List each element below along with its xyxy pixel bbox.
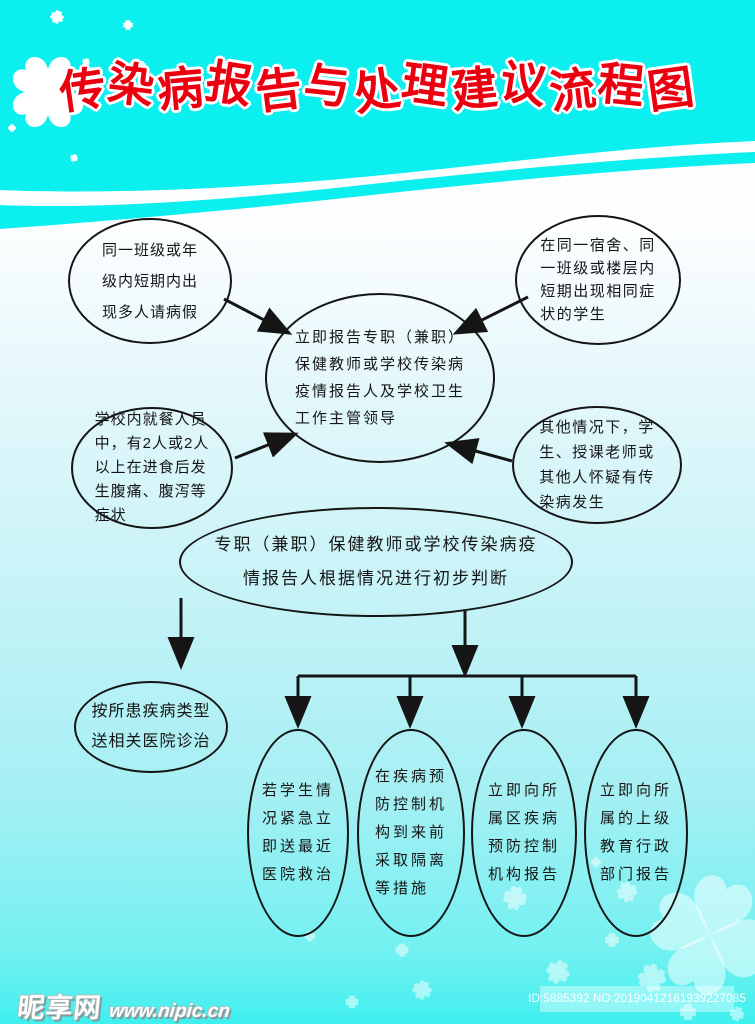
clover-icon [542, 956, 574, 988]
clover-icon [410, 978, 434, 1002]
header-wave-band [0, 152, 755, 229]
node-dorm-same-symptom-label: 在同一宿舍、同 一班级或楼层内 短期出现相同症 状的学生 [540, 237, 656, 323]
watermark: 昵享网 www.nipic.cn [16, 986, 233, 1024]
clover-icon [345, 995, 358, 1008]
node-other-suspect-label: 其他情况下，学 生、授课老师或 其他人怀疑有传 染病发生 [539, 419, 655, 511]
page-title: 传染病报告与处理建议流程图 [56, 54, 700, 121]
node-initial-judgement: 专职（兼职）保健教师或学校传染病疫 情报告人根据情况进行初步判断 [179, 507, 573, 617]
node-isolation-measures: 在疾病预 防控制机 构到来前 采取隔离 等措施 [357, 729, 465, 937]
node-report-cdc: 立即向所 属区疾病 预防控制 机构报告 [471, 729, 577, 937]
node-urgent-rescue-label: 若学生情 况紧急立 即送最近 医院救治 [261, 782, 334, 883]
clover-icon [605, 933, 619, 947]
node-send-hospital-label: 按所患疾病类型 送相关医院诊治 [91, 703, 211, 750]
clover-icon [123, 20, 133, 30]
node-canteen-symptom: 学校内就餐人员 中，有2人或2人 以上在进食后发 生腹痛、腹泻等 症状 [71, 407, 233, 529]
arrow-class-to-report [223, 297, 293, 335]
node-canteen-symptom-label: 学校内就餐人员 中，有2人或2人 以上在进食后发 生腹痛、腹泻等 症状 [94, 411, 210, 524]
node-report-center-label: 立即报告专职（兼职） 保健教师或学校传染病 疫情报告人及学校卫生 工作主管领导 [294, 329, 465, 427]
watermark-site-url: www.nipic.cn [108, 1001, 232, 1022]
node-urgent-rescue: 若学生情 况紧急立 即送最近 医院救治 [247, 729, 349, 937]
node-other-suspect: 其他情况下，学 生、授课老师或 其他人怀疑有传 染病发生 [512, 406, 682, 524]
node-class-leave: 同一班级或年 级内短期内出 现多人请病假 [68, 218, 232, 344]
arrow-canteen-to-report [234, 432, 299, 460]
node-report-education: 立即向所 属的上级 教育行政 部门报告 [584, 729, 688, 937]
node-report-cdc-label: 立即向所 属区疾病 预防控制 机构报告 [487, 782, 560, 883]
node-report-education-label: 立即向所 属的上级 教育行政 部门报告 [599, 782, 672, 883]
watermark-site-name: 昵享网 [16, 993, 104, 1023]
clover-icon [8, 124, 16, 132]
node-report-center: 立即报告专职（兼职） 保健教师或学校传染病 疫情报告人及学校卫生 工作主管领导 [265, 293, 495, 463]
node-initial-judgement-label: 专职（兼职）保健教师或学校传染病疫 情报告人根据情况进行初步判断 [214, 535, 538, 588]
node-send-hospital: 按所患疾病类型 送相关医院诊治 [74, 681, 228, 773]
clover-icon [49, 9, 66, 26]
clover-icon [395, 943, 408, 956]
clover-icon [69, 153, 79, 163]
node-class-leave-label: 同一班级或年 级内短期内出 现多人请病假 [101, 241, 198, 321]
node-isolation-measures-label: 在疾病预 防控制机 构到来前 采取隔离 等措施 [374, 768, 447, 897]
image-id-badge: ID:5885392 NO:20190412161939227085 [528, 986, 746, 1012]
arrow-other-to-report [444, 438, 513, 465]
node-dorm-same-symptom: 在同一宿舍、同 一班级或楼层内 短期出现相同症 状的学生 [515, 215, 681, 345]
